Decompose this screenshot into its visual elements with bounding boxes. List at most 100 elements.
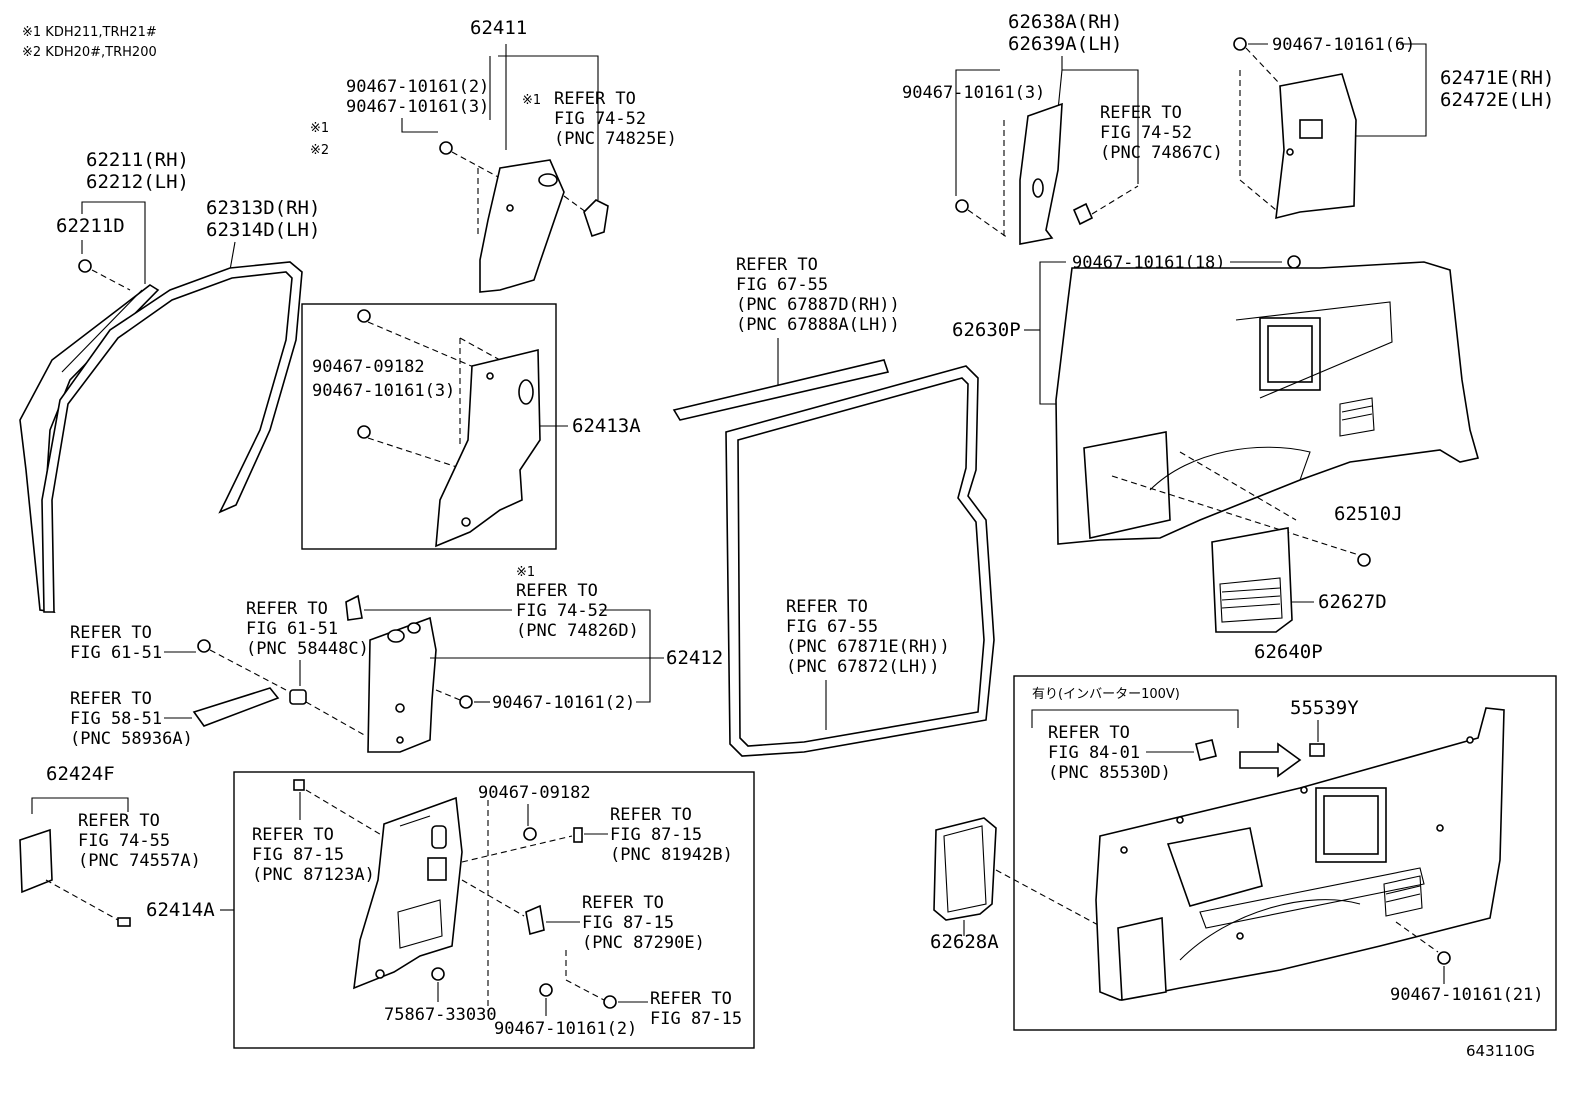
refer-6151-line2: FIG 61-51	[70, 643, 162, 663]
refer-58448c-line2: FIG 61-51	[246, 619, 338, 639]
part-62211-label: 62211(RH)	[86, 149, 189, 171]
quarter-pillar-62638a-icon	[1019, 102, 1063, 245]
mark-1-c: ※1	[516, 565, 535, 580]
fastener-90467-10161-2-label: 90467-10161(2)	[346, 77, 489, 97]
refer-81942b-line1: REFER TO	[610, 805, 692, 825]
weatherstrip-67887d-icon	[672, 359, 890, 421]
mark-1-b: ※1	[310, 121, 329, 136]
outlet-85530d-icon	[1195, 739, 1217, 761]
refer-74867c-line2: FIG 74-52	[1100, 123, 1192, 143]
refer-87290e-line2: FIG 87-15	[582, 913, 674, 933]
refer-74825e-line1: REFER TO	[554, 89, 636, 109]
lamp-87290e-icon	[525, 904, 545, 936]
part-62471e-label: 62471E(RH)	[1440, 67, 1554, 89]
screw-8715-icon	[603, 995, 617, 1009]
part-62424f-label: 62424F	[46, 763, 115, 785]
refer-74825e-line2: FIG 74-52	[554, 109, 646, 129]
refer-58448c-line3: (PNC 58448C)	[246, 639, 369, 659]
cover-62424f-icon	[19, 828, 53, 894]
refer-8715-line2: FIG 87-15	[650, 1009, 742, 1029]
refer-58448c-line1: REFER TO	[246, 599, 328, 619]
center-pillar-lower-62412-icon	[367, 616, 437, 753]
clip-87123a-icon	[293, 779, 305, 791]
clip-62411-icon	[439, 141, 453, 155]
quarter-trim-lower-box: 62414A REFER TO FIG 87-15 (PNC 87123A) 9…	[146, 771, 755, 1049]
refer-74867c-line1: REFER TO	[1100, 103, 1182, 123]
part-75867-33030-label: 75867-33030	[384, 1005, 497, 1025]
clip-62211d-icon	[78, 259, 92, 273]
cover-62424f-group: 62424F REFER TO FIG 74-55 (PNC 74557A)	[19, 763, 201, 927]
refer-85530d-line2: FIG 84-01	[1048, 743, 1140, 763]
part-62630p-label: 62630P	[952, 319, 1021, 341]
refer-74557a-line3: (PNC 74557A)	[78, 851, 201, 871]
refer-74557a-line1: REFER TO	[78, 811, 160, 831]
refer-67887d-line1: REFER TO	[736, 255, 818, 275]
bushing-58448c-icon	[289, 689, 307, 705]
refer-87123a-line2: FIG 87-15	[252, 845, 344, 865]
refer-81942b-line2: FIG 87-15	[610, 825, 702, 845]
refer-81942b-line3: (PNC 81942B)	[610, 845, 733, 865]
refer-67887d-line2: FIG 67-55	[736, 275, 828, 295]
fastener-90467-09182-a-label: 90467-09182	[312, 357, 425, 377]
center-pillar-lower-box: 90467-09182 90467-10161(3) 62413A	[301, 303, 641, 550]
fastener-90467-10161-2c-label: 90467-10161(2)	[494, 1019, 637, 1039]
fastener-90467-10161-2b-label: 90467-10161(2)	[492, 693, 635, 713]
figure-code: 643110G	[1466, 1042, 1535, 1060]
part-62639a-label: 62639A(LH)	[1008, 33, 1122, 55]
part-62314d-label: 62314D(LH)	[206, 219, 320, 241]
assist-grip-58936a-icon	[192, 687, 280, 727]
clip-62638a-icon	[955, 199, 969, 213]
refer-67871e-line4: (PNC 67872(LH))	[786, 657, 940, 677]
refer-87290e-line3: (PNC 87290E)	[582, 933, 705, 953]
part-62414a-label: 62414A	[146, 899, 215, 921]
cover-55539y-icon	[1309, 743, 1325, 757]
refer-74826d-line3: (PNC 74826D)	[516, 621, 639, 641]
refer-85530d-line3: (PNC 85530D)	[1048, 763, 1171, 783]
inverter-option-label: 有り(インバーター100V)	[1032, 687, 1180, 702]
quarter-pillar-group: 62638A(RH) 62639A(LH) 90467-10161(3) REF…	[902, 11, 1223, 245]
clip-74867c-icon	[1072, 202, 1094, 226]
refer-74826d-line1: REFER TO	[516, 581, 598, 601]
center-pillar-upper-62411-icon	[479, 159, 565, 293]
refer-67887d-line3: (PNC 67887D(RH))	[736, 295, 900, 315]
mark-2-b: ※2	[310, 143, 329, 158]
fastener-90467-10161-3-label: 90467-10161(3)	[346, 97, 489, 117]
refer-87123a-line3: (PNC 87123A)	[252, 865, 375, 885]
clip-74825e-icon	[583, 199, 609, 238]
refer-74825e-line3: (PNC 74825E)	[554, 129, 677, 149]
refer-74557a-line2: FIG 74-55	[78, 831, 170, 851]
part-62510j-label: 62510J	[1334, 503, 1403, 525]
part-62638a-label: 62638A(RH)	[1008, 11, 1122, 33]
fastener-90467-10161-21-label: 90467-10161(21)	[1390, 985, 1544, 1005]
refer-67871e-line3: (PNC 67871E(RH))	[786, 637, 950, 657]
clip-62471e-icon	[1233, 37, 1247, 51]
back-pillar-62471e-icon	[1275, 73, 1357, 220]
clip-75867-icon	[431, 967, 445, 981]
clip-62412-icon	[459, 695, 473, 709]
part-62412-label: 62412	[666, 647, 723, 669]
connector-81942b-icon	[573, 827, 583, 843]
cover-62628a-icon	[933, 817, 997, 921]
clip-62413a-top-icon	[357, 309, 371, 323]
duct-cover-62627d-icon	[1211, 527, 1293, 633]
part-62411-label: 62411	[470, 17, 527, 39]
a-pillar-garnish-group: 62211(RH) 62212(LH) 62211D 62313D(RH) 62…	[19, 149, 320, 614]
part-62640p-label: 62640P	[1254, 641, 1323, 663]
refer-85530d-line1: REFER TO	[1048, 723, 1130, 743]
clip-09182b-icon	[523, 827, 537, 841]
refer-58936a-line1: REFER TO	[70, 689, 152, 709]
cover-62628a-group: 62628A	[930, 817, 1101, 953]
part-62212-label: 62212(LH)	[86, 171, 189, 193]
part-62627d-label: 62627D	[1318, 591, 1387, 613]
quarter-trim-62630p-group: 90467-10161(18) 62630P 62510J	[952, 253, 1480, 567]
refer-67871e-line1: REFER TO	[786, 597, 868, 617]
refer-74867c-line3: (PNC 74867C)	[1100, 143, 1223, 163]
clip-10161-2c-icon	[539, 983, 553, 997]
pillar-garnish-62211-icon	[19, 284, 160, 614]
part-62413a-label: 62413A	[572, 415, 641, 437]
part-62472e-label: 62472E(LH)	[1440, 89, 1554, 111]
fastener-90467-10161-3b-label: 90467-10161(3)	[312, 381, 455, 401]
cap-62510j-icon	[1357, 553, 1371, 567]
refer-67871e-line2: FIG 67-55	[786, 617, 878, 637]
